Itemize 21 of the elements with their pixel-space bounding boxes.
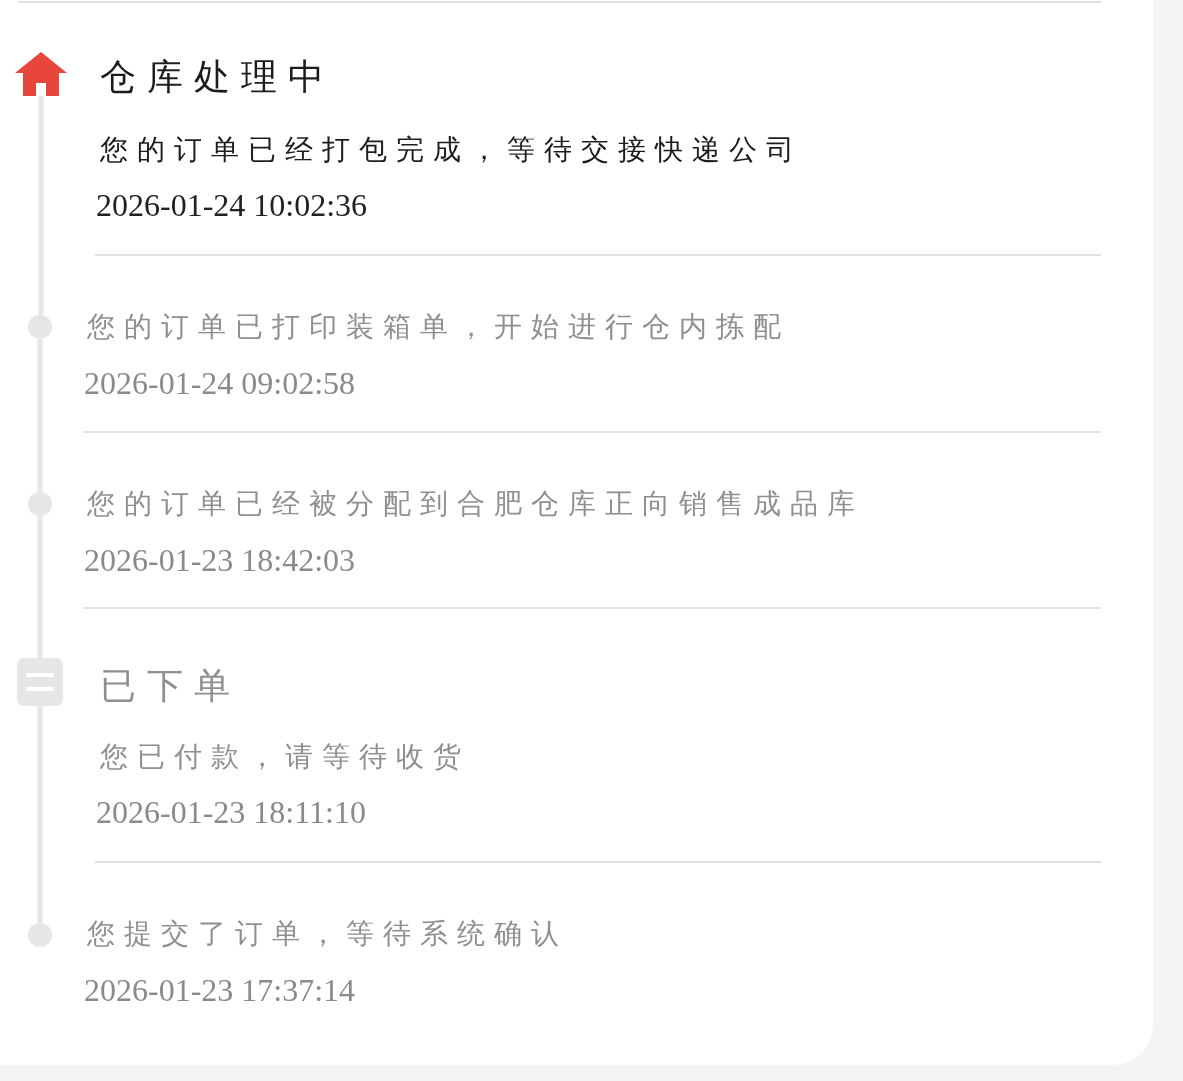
timestamp: 2026-01-23 17:37:14 bbox=[84, 972, 356, 1008]
timestamp: 2026-01-23 18:42:03 bbox=[84, 542, 356, 578]
status-text: 您提交了订单，等待系统确认 bbox=[87, 916, 568, 952]
timeline-line bbox=[37, 339, 43, 492]
status-title: 已下单 bbox=[100, 664, 241, 708]
timestamp: 2026-01-24 10:02:36 bbox=[96, 187, 368, 223]
status-title: 仓库处理中 bbox=[100, 55, 335, 99]
status-text: 您已付款，请等待收货 bbox=[100, 739, 470, 775]
list-icon bbox=[17, 658, 63, 706]
timeline-line bbox=[37, 516, 43, 658]
status-text: 您的订单已经打包完成，等待交接快递公司 bbox=[100, 132, 803, 168]
timestamp: 2026-01-24 09:02:58 bbox=[84, 365, 356, 401]
timestamp: 2026-01-23 18:11:10 bbox=[96, 794, 366, 830]
dot-icon bbox=[28, 492, 52, 516]
dot-icon bbox=[28, 923, 52, 947]
status-text: 您的订单已经被分配到合肥仓库正向销售成品库 bbox=[87, 486, 864, 522]
timeline-line bbox=[37, 706, 43, 923]
house-icon bbox=[15, 52, 67, 96]
timeline-line bbox=[38, 96, 44, 315]
status-text: 您的订单已打印装箱单，开始进行仓内拣配 bbox=[87, 309, 790, 345]
dot-icon bbox=[28, 315, 52, 339]
